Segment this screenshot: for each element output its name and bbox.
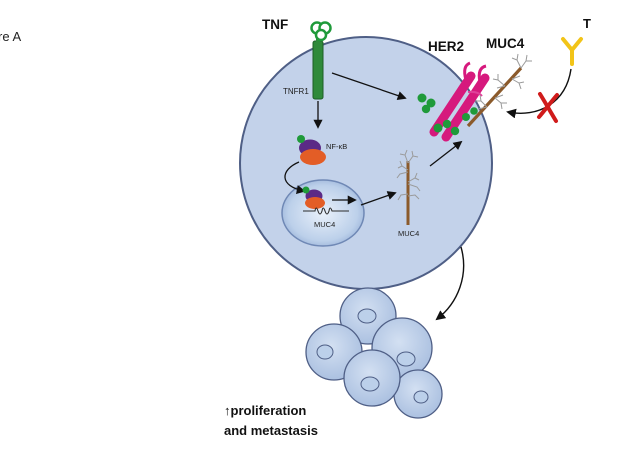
arrow-to-proliferation <box>435 246 465 321</box>
her2-receptor <box>429 61 490 142</box>
outcome-line-2: and metastasis <box>224 423 318 438</box>
block-icon <box>537 92 559 123</box>
arrow-muc4-to-membrane <box>429 140 463 167</box>
her2-label: HER2 <box>428 39 464 54</box>
muc4-membrane <box>466 53 532 128</box>
cell-body <box>239 36 493 290</box>
muc4-protein-intracellular <box>396 149 421 225</box>
nfkb-in-nucleus <box>302 186 325 209</box>
outcome-line-1: ↑proliferation <box>224 403 306 418</box>
panel-label: re A <box>0 29 21 44</box>
antibody-label: T <box>583 16 591 31</box>
nfkb-label: NF-κB <box>326 142 347 151</box>
muc4-protein-label: MUC4 <box>398 229 419 238</box>
tnf-label: TNF <box>262 17 288 32</box>
muc4-gene-label: MUC4 <box>314 220 335 229</box>
tnfr1-label: TNFR1 <box>283 87 309 96</box>
nucleus <box>281 179 365 247</box>
arrow-nfkb-to-nucleus <box>284 161 306 195</box>
muc4-gene-dna <box>303 207 349 215</box>
arrow-antibody-to-muc4 <box>506 68 572 119</box>
arrow-nucleus-to-muc4 <box>360 191 397 206</box>
proliferating-cells <box>305 287 443 419</box>
tnf-ligand <box>310 21 332 42</box>
muc4-membrane-label: MUC4 <box>486 36 525 51</box>
her2-bound-ligands <box>417 93 478 136</box>
antibody-icon <box>561 37 583 66</box>
arrow-tnfr1-to-her2 <box>331 72 407 100</box>
tnfr1-receptor <box>312 33 324 100</box>
nfkb-complex <box>297 135 326 165</box>
